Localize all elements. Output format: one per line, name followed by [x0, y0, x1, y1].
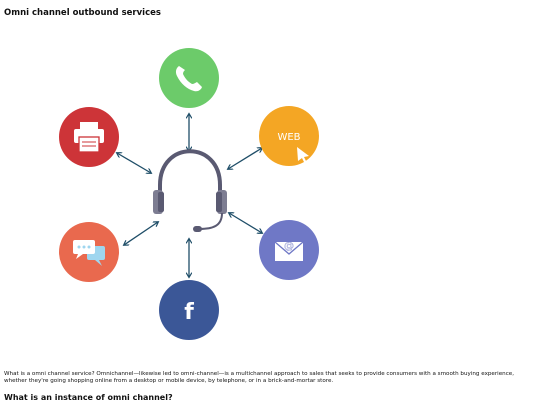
printer-icon	[74, 122, 104, 153]
page-title: Omni channel outbound services	[4, 8, 161, 18]
print-channel	[59, 107, 119, 167]
phone-icon	[175, 66, 202, 92]
arrow-chat	[124, 222, 158, 245]
envelope-icon: @	[274, 241, 304, 261]
chat-bubbles-icon	[73, 240, 105, 266]
body-paragraph: What is a omni channel service? Omnichan…	[4, 371, 515, 385]
connector-arrows	[117, 114, 262, 277]
section-heading: What is an instance of omni channel?	[4, 393, 173, 402]
phone-channel	[159, 48, 219, 108]
web-channel: WEB	[259, 106, 319, 166]
arrow-email	[229, 213, 262, 233]
cursor-icon	[297, 147, 309, 164]
headset-icon	[153, 149, 227, 232]
email-channel: @	[259, 220, 319, 280]
web-label: WEB	[277, 132, 300, 143]
facebook-icon: f	[184, 300, 194, 325]
arrow-print	[117, 153, 151, 173]
chat-channel	[59, 222, 119, 282]
arrow-web	[228, 148, 262, 169]
facebook-channel: f	[159, 280, 219, 340]
svg-text:@: @	[284, 241, 294, 252]
